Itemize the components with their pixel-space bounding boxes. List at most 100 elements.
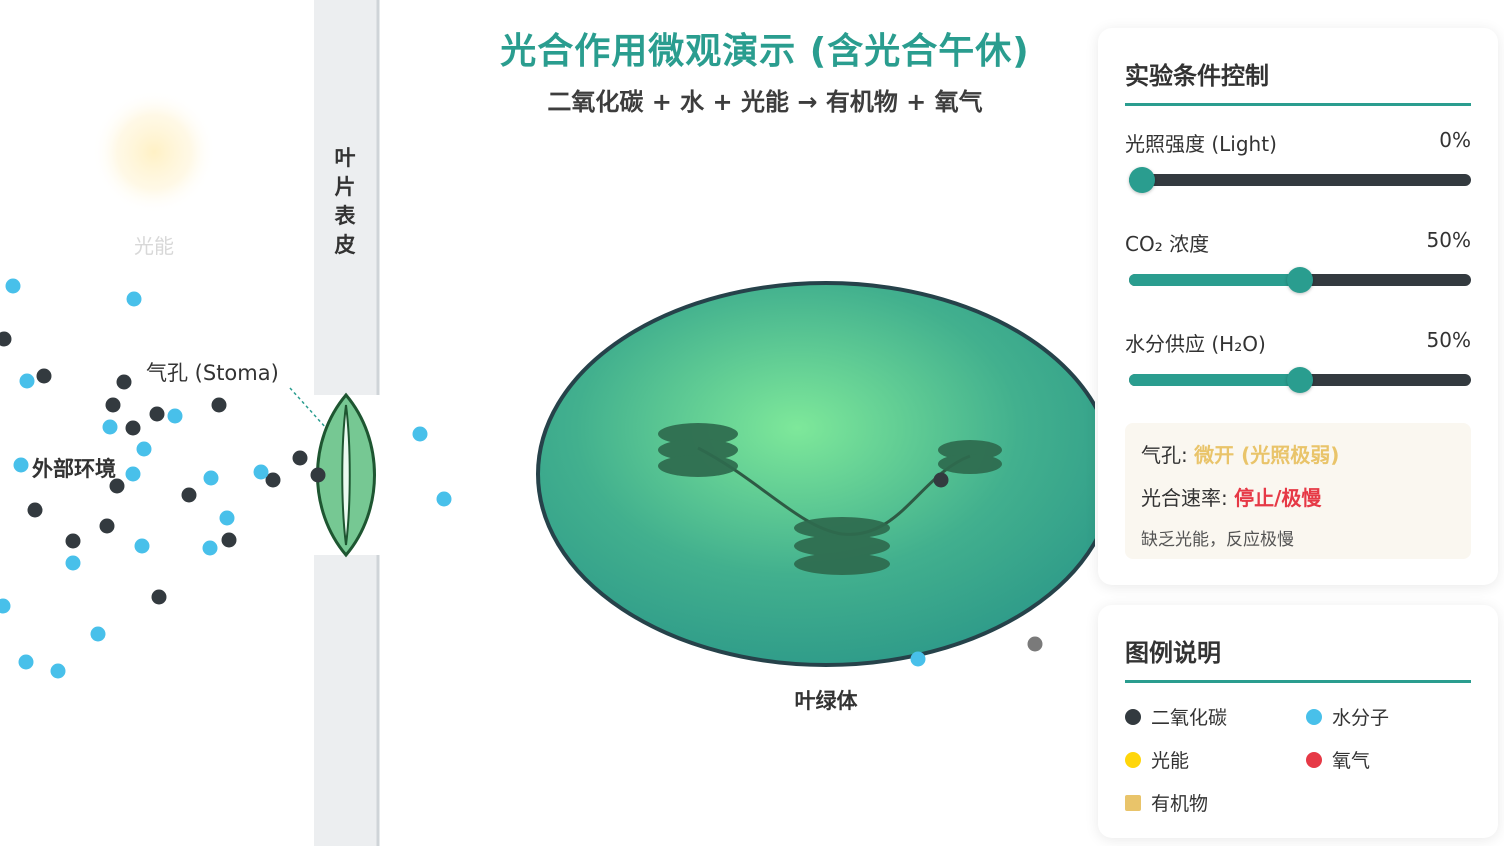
light-slider[interactable] bbox=[1129, 167, 1471, 193]
water-molecule bbox=[910, 651, 926, 667]
light-slider-value: 0% bbox=[1439, 128, 1471, 152]
stoma-status-key: 气孔: bbox=[1141, 443, 1188, 467]
environment-label: 外部环境 bbox=[32, 457, 116, 481]
co2-slider[interactable] bbox=[1129, 267, 1471, 293]
co2-molecule bbox=[292, 450, 308, 466]
water-molecule bbox=[125, 466, 141, 482]
co2-swatch bbox=[1125, 708, 1141, 725]
co2-slider-thumb[interactable] bbox=[1287, 267, 1313, 293]
water-molecule bbox=[167, 408, 183, 424]
water-slider-thumb[interactable] bbox=[1287, 367, 1313, 393]
water-slider-row: 水分供应 (H₂O) 50% bbox=[1125, 306, 1471, 406]
co2-molecule bbox=[211, 397, 227, 413]
light-slider-thumb[interactable] bbox=[1129, 167, 1155, 193]
sun-glow bbox=[92, 90, 216, 214]
legend-item-glucose: 有机物 bbox=[1125, 789, 1208, 816]
chloroplast-label: 叶绿体 bbox=[794, 689, 858, 713]
rate-status-key: 光合速率: bbox=[1141, 486, 1228, 510]
oxygen-swatch bbox=[1306, 751, 1322, 768]
co2-molecule bbox=[221, 532, 237, 548]
co2-slider-label: CO₂ 浓度 bbox=[1125, 232, 1210, 256]
glucose-swatch bbox=[1125, 794, 1141, 811]
legend-label: 光能 bbox=[1151, 750, 1190, 772]
legend-label: 二氧化碳 bbox=[1151, 707, 1228, 729]
water-molecule bbox=[0, 598, 11, 614]
stoma-pointer bbox=[289, 387, 327, 429]
water-molecule bbox=[19, 373, 35, 389]
water-slider-label: 水分供应 (H₂O) bbox=[1125, 332, 1266, 356]
water-swatch bbox=[1306, 708, 1322, 725]
co2-molecule bbox=[151, 589, 167, 605]
legend-item-co2: 二氧化碳 bbox=[1125, 703, 1227, 730]
stoma-label: 气孔 (Stoma) bbox=[146, 361, 279, 385]
granum-center bbox=[794, 517, 890, 575]
co2-molecule bbox=[36, 368, 52, 384]
light-slider-row: 光照强度 (Light) 0% bbox=[1125, 106, 1471, 206]
water-slider-value: 50% bbox=[1426, 328, 1471, 352]
stoma bbox=[316, 392, 376, 558]
granum-left bbox=[658, 423, 738, 477]
water-molecule bbox=[412, 426, 428, 442]
water-molecule bbox=[134, 538, 150, 554]
co2-molecule bbox=[65, 533, 81, 549]
water-molecule bbox=[102, 419, 118, 435]
water-molecule bbox=[203, 470, 219, 486]
control-panel: 实验条件控制 光照强度 (Light) 0% CO₂ 浓度 50% 水分供应 (… bbox=[1098, 28, 1498, 585]
scene-canvas bbox=[0, 0, 1095, 846]
water-molecule bbox=[253, 464, 269, 480]
stoma-status-value: 微开 (光照极弱) bbox=[1194, 443, 1340, 467]
granum-right bbox=[938, 440, 1002, 474]
co2-molecule bbox=[310, 467, 326, 483]
water-molecule bbox=[90, 626, 106, 642]
co2-molecule bbox=[149, 406, 165, 422]
molecule bbox=[1027, 636, 1043, 652]
simulation-scene: 光合作用微观演示 (含光合午休) 二氧化碳 + 水 + 光能 → 有机物 + 氧… bbox=[0, 0, 1095, 846]
legend-item-light: 光能 bbox=[1125, 746, 1189, 773]
water-slider[interactable] bbox=[1129, 367, 1471, 393]
photosynthesis-equation: 二氧化碳 + 水 + 光能 → 有机物 + 氧气 bbox=[547, 88, 983, 116]
leaf-wall-lower bbox=[314, 555, 378, 846]
co2-molecule bbox=[933, 472, 949, 488]
co2-molecule bbox=[125, 420, 141, 436]
water-molecule bbox=[50, 663, 66, 679]
sun-label: 光能 bbox=[134, 234, 174, 258]
legend-item-water: 水分子 bbox=[1306, 703, 1389, 730]
co2-molecule bbox=[265, 472, 281, 488]
water-slider-fill bbox=[1129, 374, 1300, 386]
co2-slider-value: 50% bbox=[1426, 228, 1471, 252]
co2-molecule bbox=[116, 374, 132, 390]
chloroplast bbox=[536, 281, 1095, 667]
rate-status: 光合速率: 停止/极慢 bbox=[1141, 482, 1455, 511]
water-molecule bbox=[18, 654, 34, 670]
water-molecule bbox=[136, 441, 152, 457]
page-title: 光合作用微观演示 (含光合午休) bbox=[500, 31, 1030, 72]
legend-heading: 图例说明 bbox=[1125, 605, 1471, 683]
water-molecule bbox=[202, 540, 218, 556]
water-molecule bbox=[219, 510, 235, 526]
co2-molecule bbox=[181, 487, 197, 503]
co2-slider-row: CO₂ 浓度 50% bbox=[1125, 206, 1471, 306]
co2-molecule bbox=[27, 502, 43, 518]
water-molecule bbox=[65, 555, 81, 571]
legend-panel: 图例说明 二氧化碳 水分子 光能 氧气 有机物 bbox=[1098, 605, 1498, 838]
leaf-surface-label: 叶片表皮 bbox=[334, 146, 356, 257]
co2-slider-fill bbox=[1129, 274, 1300, 286]
legend-label: 氧气 bbox=[1332, 750, 1371, 772]
molecule-layer bbox=[0, 278, 1043, 679]
water-molecule bbox=[126, 291, 142, 307]
co2-molecule bbox=[109, 478, 125, 494]
co2-molecule bbox=[0, 331, 12, 347]
rate-status-value: 停止/极慢 bbox=[1234, 486, 1322, 510]
water-molecule bbox=[13, 457, 29, 473]
leaf-wall-upper bbox=[314, 0, 378, 395]
control-panel-heading: 实验条件控制 bbox=[1125, 28, 1471, 106]
legend-label: 有机物 bbox=[1151, 793, 1209, 815]
co2-molecule bbox=[105, 397, 121, 413]
water-molecule bbox=[436, 491, 452, 507]
light-slider-label: 光照强度 (Light) bbox=[1125, 132, 1277, 156]
legend-item-oxygen: 氧气 bbox=[1306, 746, 1370, 773]
stoma-status: 气孔: 微开 (光照极弱) bbox=[1141, 439, 1455, 468]
light-swatch bbox=[1125, 751, 1141, 768]
status-box: 气孔: 微开 (光照极弱) 光合速率: 停止/极慢 缺乏光能，反应极慢 bbox=[1125, 423, 1471, 559]
status-note: 缺乏光能，反应极慢 bbox=[1141, 530, 1294, 550]
